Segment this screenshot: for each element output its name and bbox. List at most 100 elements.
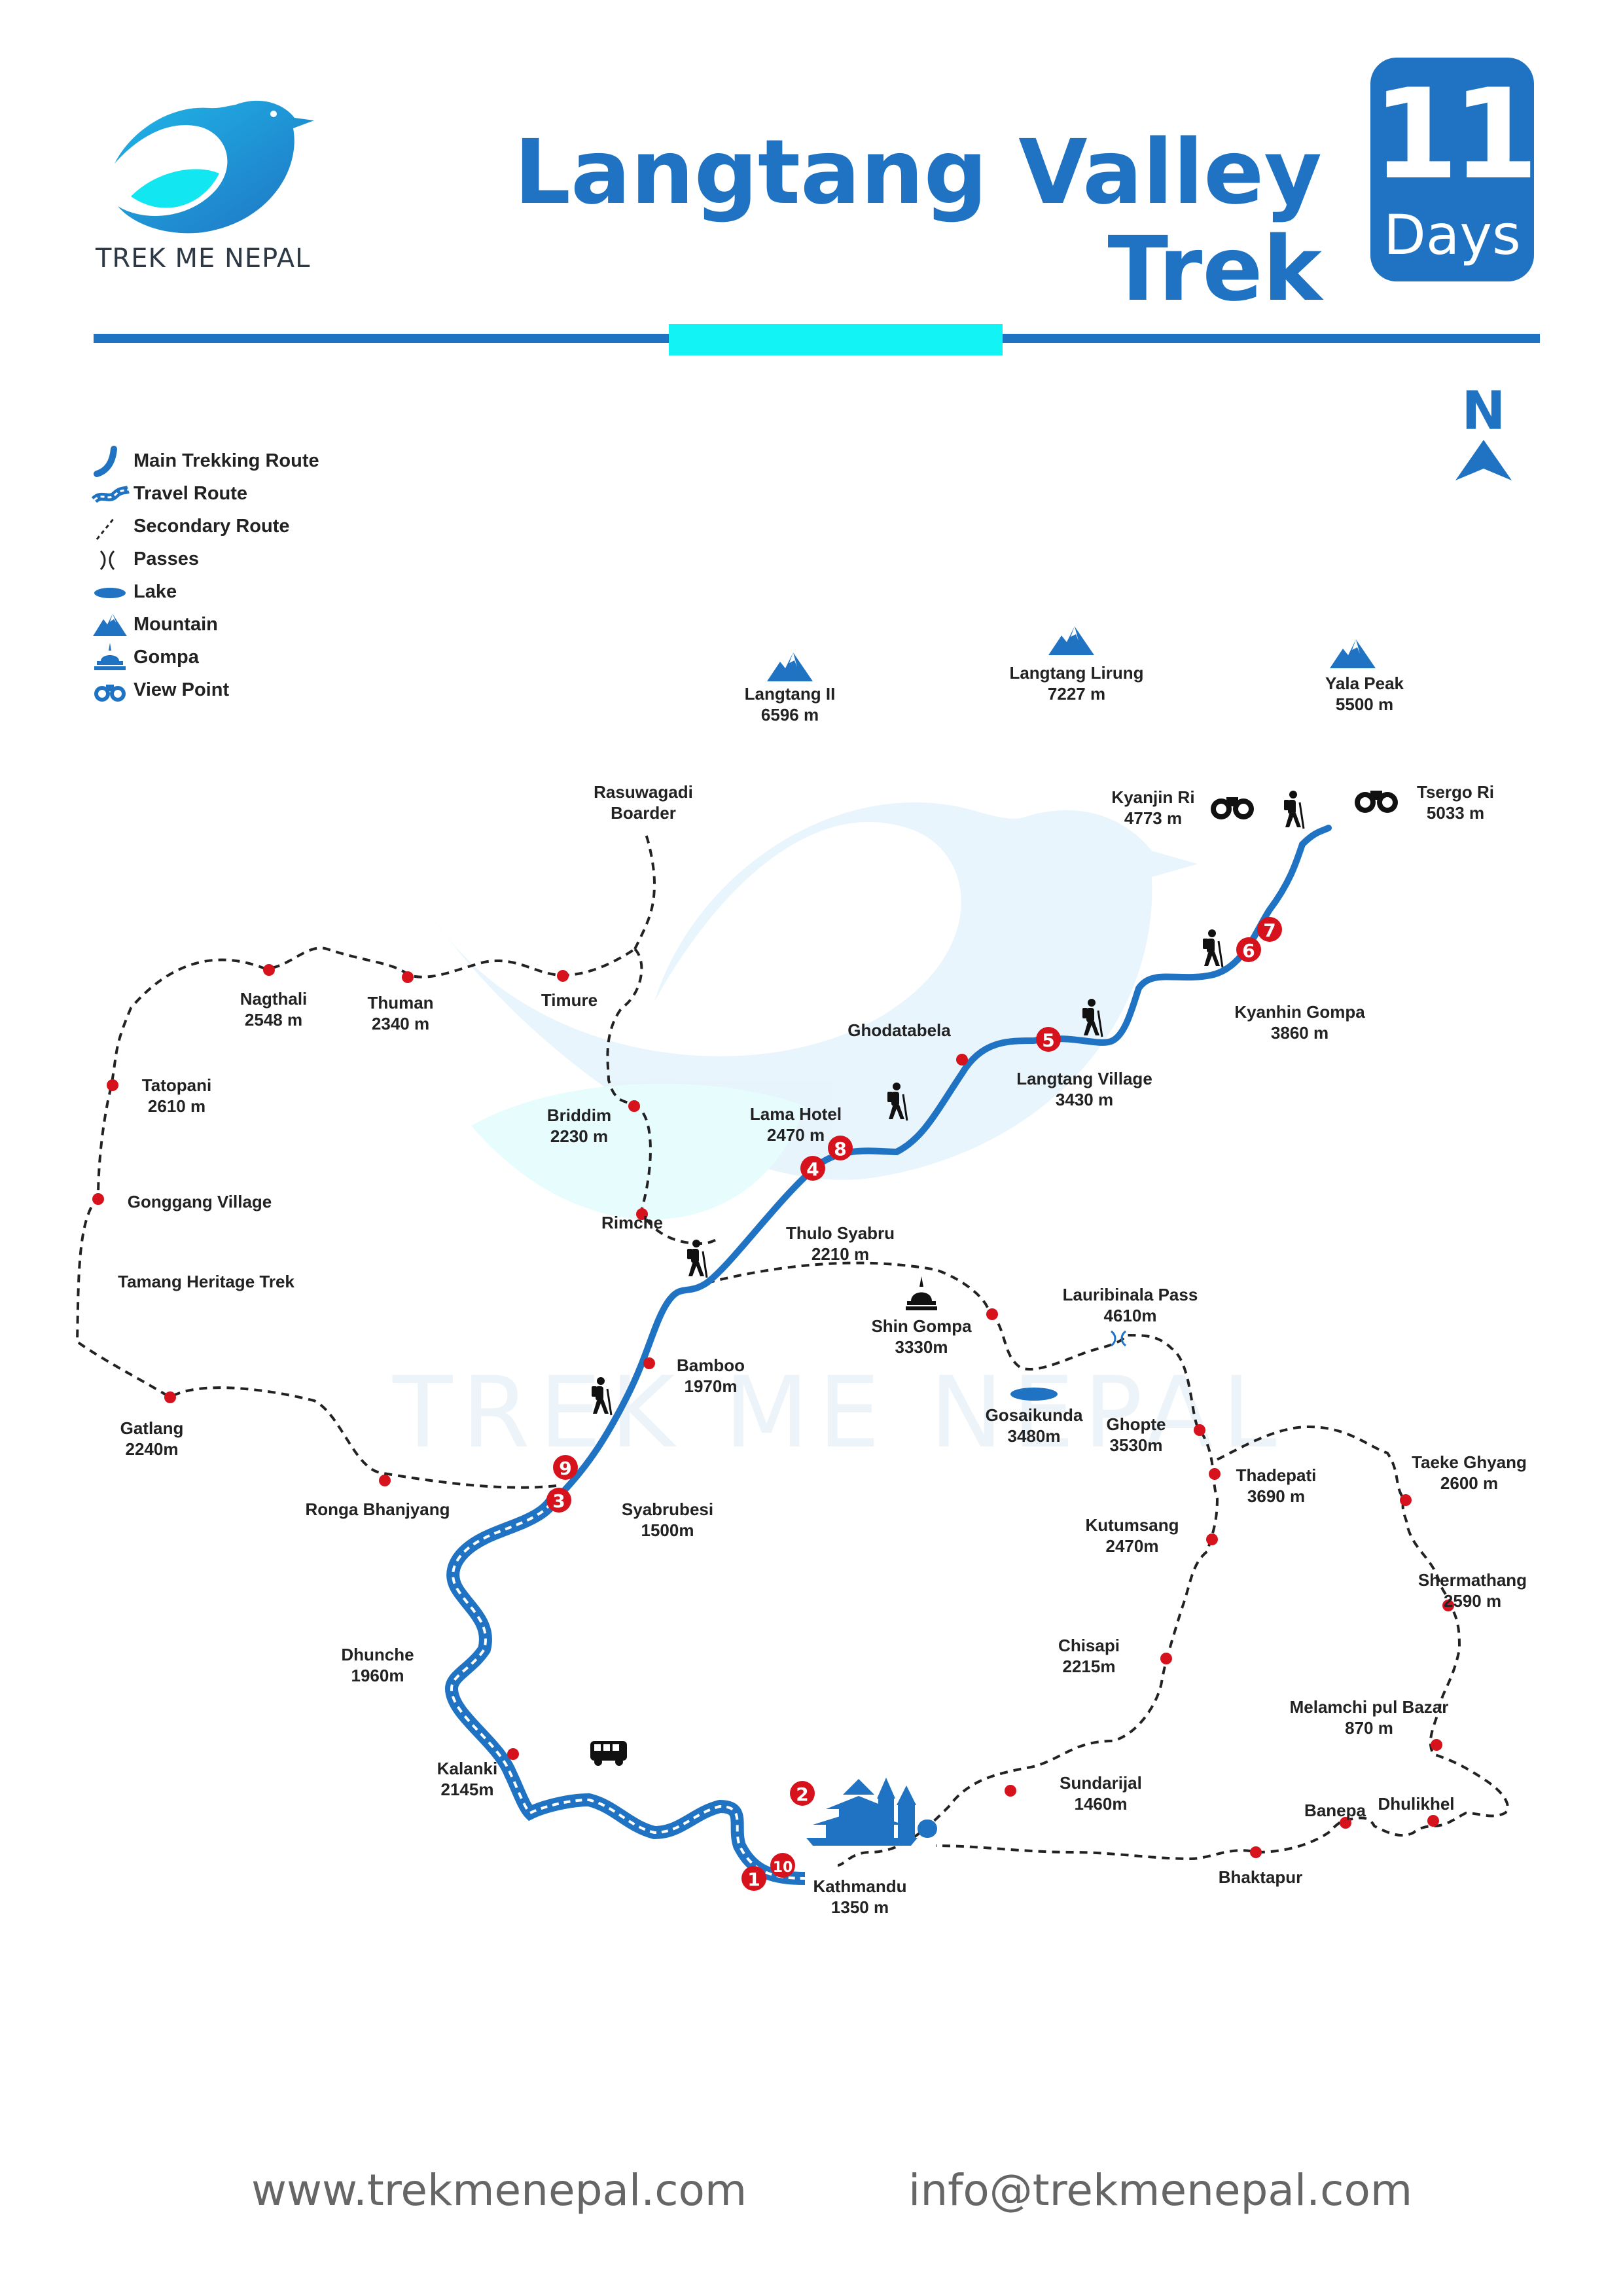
- day-marker: 4: [800, 1156, 825, 1181]
- legend-item: Passes: [92, 543, 432, 576]
- day-marker-label: 5: [1042, 1030, 1054, 1051]
- page-title: Langtang Valley Trek: [514, 124, 1322, 318]
- location-dot: [507, 1748, 519, 1760]
- days-number: 11: [1372, 62, 1539, 207]
- location-dot: [1442, 1600, 1454, 1611]
- place-label: Banepa: [1304, 1801, 1366, 1820]
- secondary-route-icon: [96, 518, 115, 540]
- day-markers: 1 2 3 4 5 6 7 8 9 10: [546, 917, 1282, 1891]
- legend-item: Mountain: [92, 609, 432, 641]
- place-label: Rimche: [601, 1213, 663, 1232]
- days-badge: 11 Days: [1370, 58, 1539, 281]
- day-marker: 1: [741, 1866, 766, 1891]
- compass-label: N: [1461, 380, 1506, 441]
- legend-label: Lake: [134, 581, 177, 602]
- kathmandu-temple-icon: [806, 1778, 937, 1846]
- location-dot: [1160, 1653, 1172, 1664]
- compass: N: [1454, 385, 1513, 486]
- gompa-shin-icon: [906, 1276, 937, 1310]
- brand-logo: [105, 92, 327, 249]
- legend-item: View Point: [92, 674, 432, 707]
- binoculars-kyanjin-ri-icon: [1211, 797, 1254, 819]
- location-dot: [643, 1357, 655, 1369]
- watermark-text: TREK ME NEPAL: [392, 1356, 1286, 1470]
- location-dot: [379, 1475, 391, 1486]
- brand-name: TREK ME NEPAL: [96, 243, 311, 274]
- hiker-icon: [887, 1083, 908, 1121]
- day-marker-label: 8: [834, 1138, 846, 1160]
- footer-website-link[interactable]: www.trekmenepal.com: [251, 2165, 747, 2215]
- place-label: Timure: [541, 990, 598, 1010]
- place-label: Tamang Heritage Trek: [118, 1272, 294, 1291]
- footer-email-link[interactable]: info@trekmenepal.com: [908, 2165, 1413, 2215]
- legend-label: Mountain: [134, 614, 218, 635]
- day-marker: 5: [1036, 1027, 1061, 1052]
- travel-route-icon: [92, 486, 130, 503]
- day-marker: 6: [1236, 937, 1261, 962]
- location-dot: [92, 1193, 104, 1205]
- day-marker-label: 7: [1263, 920, 1275, 941]
- day-marker-label: 2: [796, 1784, 808, 1805]
- day-marker: 10: [770, 1853, 795, 1878]
- location-dot: [164, 1391, 176, 1403]
- hiker-icon: [1203, 929, 1224, 968]
- location-dot: [628, 1100, 640, 1112]
- location-dot: [1427, 1815, 1439, 1827]
- day-marker: 3: [546, 1488, 571, 1513]
- day-marker: 2: [790, 1781, 815, 1806]
- legend-label: Travel Route: [134, 483, 248, 504]
- day-marker-label: 6: [1242, 940, 1255, 961]
- day-marker: 8: [828, 1136, 853, 1160]
- mountain-icon: [93, 614, 127, 636]
- place-label: Dhulikhel: [1378, 1794, 1455, 1814]
- legend-item: Travel Route: [92, 478, 432, 511]
- legend-item: Lake: [92, 576, 432, 609]
- pass-icon: [99, 550, 115, 571]
- location-dot: [956, 1054, 968, 1066]
- title-line-2: Trek: [1107, 218, 1322, 321]
- binoculars-tsergo-ri-icon: [1355, 791, 1398, 813]
- location-dot: [1194, 1424, 1205, 1436]
- watermark-bird-icon: [432, 802, 1198, 1220]
- place-label: Ghodatabela: [847, 1020, 951, 1040]
- hiker-icon: [1082, 999, 1103, 1037]
- legend-label: Gompa: [134, 647, 199, 668]
- lauribinala-pass-icon: [1111, 1330, 1126, 1347]
- mountain-yala-peak-icon: [1330, 639, 1376, 668]
- mountain-langtang-lirung-icon: [1048, 626, 1094, 655]
- mountain-langtang-ii-icon: [767, 653, 813, 681]
- location-dot: [1431, 1739, 1442, 1751]
- legend-label: Main Trekking Route: [134, 450, 319, 471]
- location-dot: [1005, 1785, 1016, 1797]
- place-label: Gonggang Village: [127, 1192, 272, 1211]
- days-label: Days: [1383, 203, 1521, 267]
- location-dot: [636, 1208, 648, 1220]
- day-marker-label: 9: [559, 1458, 571, 1479]
- main-route-icon: [94, 446, 117, 477]
- day-marker: 7: [1257, 917, 1282, 942]
